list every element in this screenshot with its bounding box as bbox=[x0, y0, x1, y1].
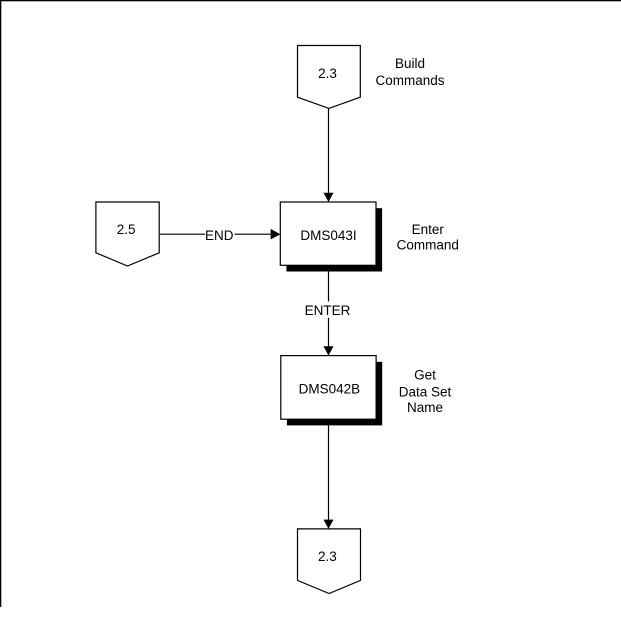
svg-text:2.5: 2.5 bbox=[117, 222, 136, 237]
svg-text:DMS042B: DMS042B bbox=[299, 381, 361, 396]
svg-text:END: END bbox=[205, 228, 234, 243]
svg-text:Commands: Commands bbox=[375, 73, 444, 88]
svg-text:2.3: 2.3 bbox=[318, 66, 337, 81]
svg-text:ENTER: ENTER bbox=[305, 303, 351, 318]
svg-text:Name: Name bbox=[407, 400, 443, 415]
svg-text:Command: Command bbox=[397, 238, 459, 253]
svg-text:Data Set: Data Set bbox=[399, 385, 452, 400]
svg-text:Get: Get bbox=[414, 367, 436, 382]
svg-text:2.3: 2.3 bbox=[318, 549, 337, 564]
svg-text:DMS043I: DMS043I bbox=[300, 228, 356, 243]
svg-text:Enter: Enter bbox=[412, 222, 445, 237]
svg-text:Build: Build bbox=[395, 56, 425, 71]
